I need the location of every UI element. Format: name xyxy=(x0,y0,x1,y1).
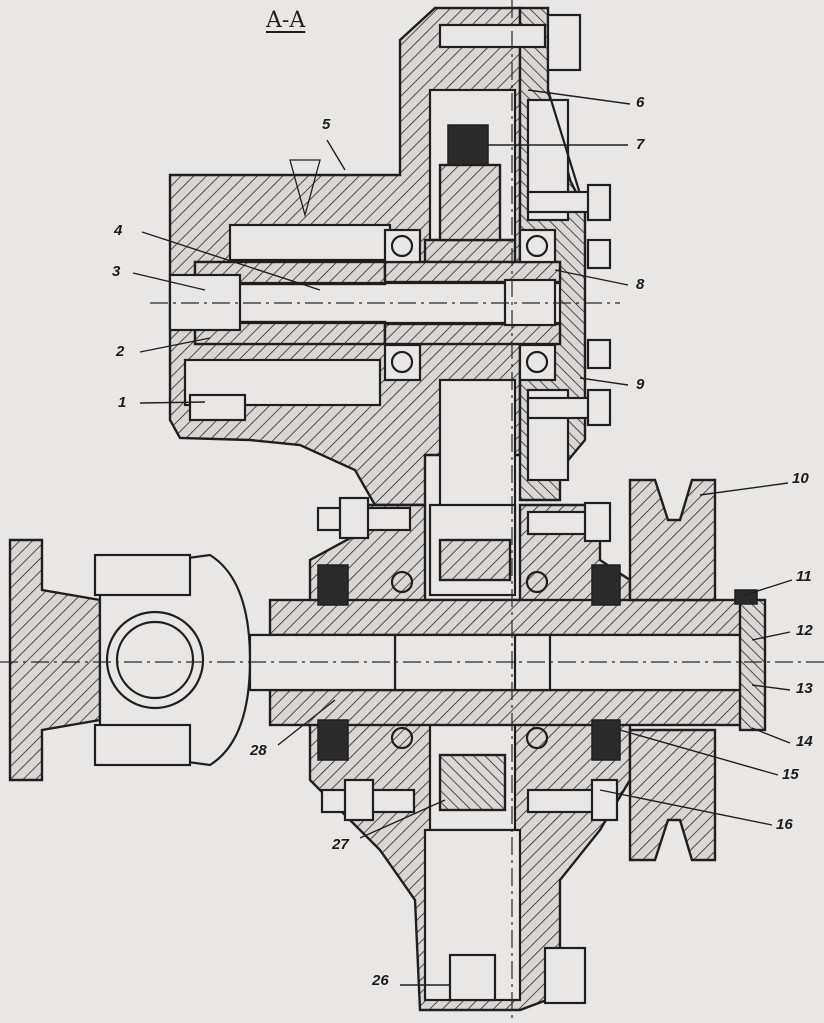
universal-joint xyxy=(8,538,397,782)
callout-part-4: 4 xyxy=(114,222,123,239)
callout-part-15: 15 xyxy=(782,766,799,783)
callout-part-2: 2 xyxy=(116,343,125,360)
bolt xyxy=(438,13,582,72)
callout-part-10: 10 xyxy=(792,470,809,487)
bolt xyxy=(586,338,612,370)
callout-part-26: 26 xyxy=(372,972,389,989)
bolt xyxy=(316,496,412,540)
callout-part-9: 9 xyxy=(636,376,645,393)
bolts xyxy=(188,13,619,1005)
pulley xyxy=(628,478,717,862)
callout-part-3: 3 xyxy=(112,263,121,280)
callout-part-5: 5 xyxy=(322,116,331,133)
bolt xyxy=(526,501,612,543)
callout-part-7: 7 xyxy=(636,136,645,153)
callout-part-16: 16 xyxy=(776,816,793,833)
bolt xyxy=(526,183,612,222)
lower-bearings xyxy=(317,564,621,761)
section-title: A-A xyxy=(266,8,306,33)
bolt xyxy=(448,946,587,1005)
callout-part-11: 11 xyxy=(796,568,812,585)
callout-part-8: 8 xyxy=(636,276,645,293)
bolt xyxy=(320,778,416,822)
bolt xyxy=(586,238,612,270)
upper-gear xyxy=(423,124,517,267)
callout-part-13: 13 xyxy=(796,680,813,697)
callout-part-12: 12 xyxy=(796,622,813,639)
bolt xyxy=(526,388,612,427)
upper-bearings xyxy=(383,228,557,382)
upper-housing xyxy=(168,6,522,542)
leader-lines xyxy=(132,89,793,986)
callout-part-27: 27 xyxy=(332,836,349,853)
bolt xyxy=(526,778,619,822)
callout-part-1: 1 xyxy=(118,394,127,411)
callout-part-28: 28 xyxy=(250,742,267,759)
bolt xyxy=(188,393,247,422)
callout-part-14: 14 xyxy=(796,733,813,750)
lower-gear xyxy=(438,538,512,812)
callout-part-6: 6 xyxy=(636,94,645,111)
